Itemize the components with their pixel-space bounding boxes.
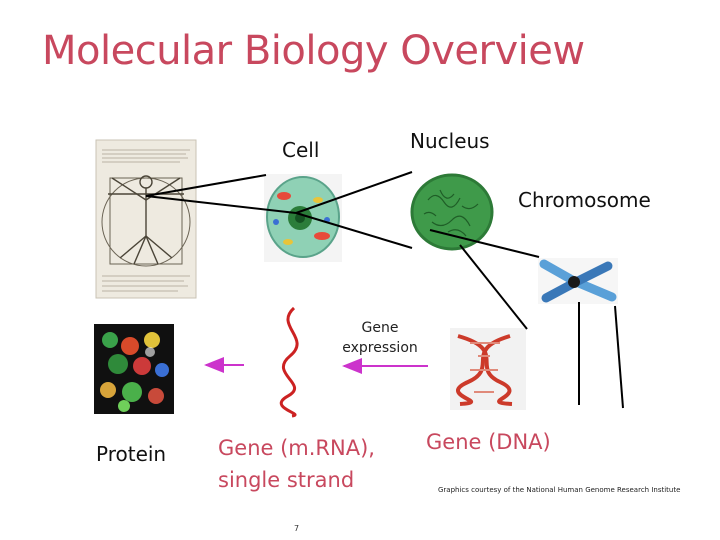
mrna-line1: Gene (m.RNA),	[218, 436, 375, 460]
cell-label: Cell	[282, 138, 320, 162]
chromosome-label: Chromosome	[518, 188, 651, 212]
nucleus-image	[410, 173, 494, 251]
gene-expression-label: Gene expression	[330, 318, 430, 358]
mrna-line2: single strand	[218, 468, 355, 492]
mrna-label: Gene (m.RNA), single strand	[218, 432, 375, 496]
nucleus-label: Nucleus	[410, 129, 490, 153]
chromosome-image	[538, 258, 618, 304]
connector-lines	[145, 171, 624, 409]
cell-image	[264, 174, 342, 262]
gene-expression-line1: Gene	[361, 320, 399, 336]
dna-label: Gene (DNA)	[426, 430, 551, 454]
page-title: Molecular Biology Overview	[42, 28, 585, 74]
vitruvian-man-image	[95, 139, 197, 299]
mrna-strand	[279, 306, 299, 418]
page-number: 7	[294, 524, 300, 533]
image-credit: Graphics courtesy of the National Human …	[438, 486, 681, 494]
protein-label: Protein	[96, 442, 167, 466]
protein-image	[94, 324, 174, 414]
dna-image	[450, 328, 526, 410]
gene-expression-line2: expression	[342, 340, 418, 356]
